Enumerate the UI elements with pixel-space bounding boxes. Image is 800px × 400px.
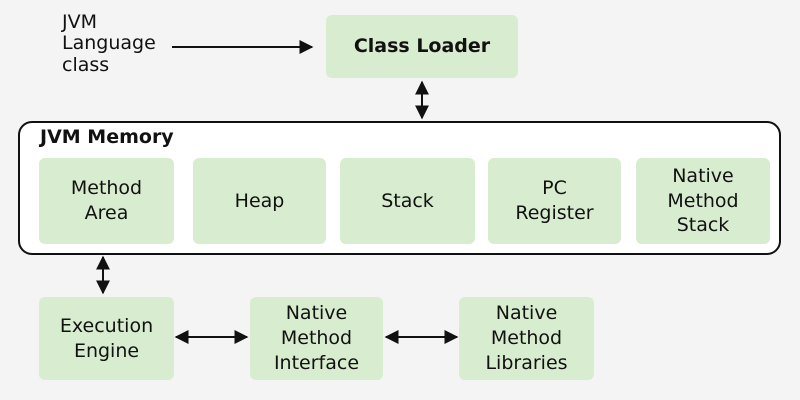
native-method-libraries-box: Native Method Libraries — [459, 297, 594, 380]
native-method-interface-box: Native Method Interface — [250, 297, 383, 380]
class-loader-box: Class Loader — [326, 15, 518, 78]
jvm-memory-title: JVM Memory — [40, 126, 174, 148]
heap-box: Heap — [193, 158, 326, 244]
execution-engine-box: Execution Engine — [39, 297, 174, 380]
stack-box: Stack — [340, 158, 475, 244]
native-method-stack-box: Native Method Stack — [636, 158, 770, 244]
source-label: JVM Language class — [62, 11, 156, 76]
method-area-box: Method Area — [39, 158, 174, 244]
pc-register-box: PC Register — [488, 158, 621, 244]
